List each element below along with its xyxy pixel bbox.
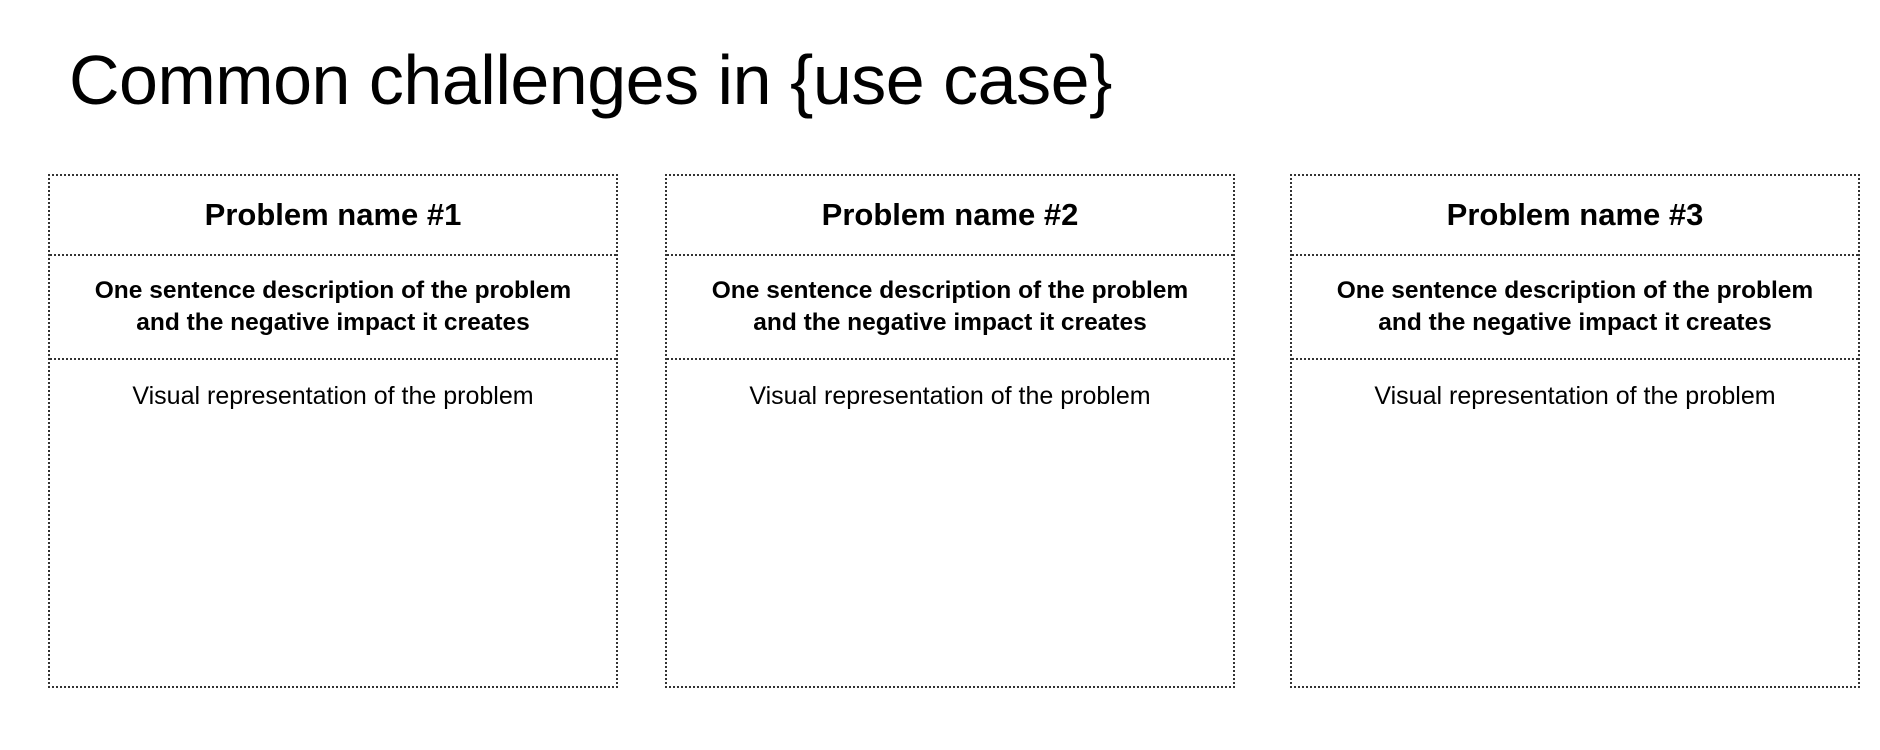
problem-title: Problem name #3 (1446, 197, 1704, 232)
problem-card-1: Problem name #1 One sentence description… (48, 174, 618, 688)
problem-visual-area: Visual representation of the problem (667, 360, 1233, 412)
page-title: Common challenges in {use case} (69, 41, 1112, 119)
problem-visual-label: Visual representation of the problem (1374, 382, 1776, 410)
problem-description-line-2: and the negative impact it creates (1378, 309, 1772, 336)
problem-visual-area: Visual representation of the problem (50, 360, 616, 412)
problem-title: Problem name #1 (204, 197, 462, 232)
problem-description: One sentence description of the problem … (712, 275, 1188, 339)
problem-visual-area: Visual representation of the problem (1292, 360, 1858, 412)
problem-description-section: One sentence description of the problem … (667, 256, 1233, 360)
problem-description-section: One sentence description of the problem … (1292, 256, 1858, 360)
problem-card-header: Problem name #1 (50, 176, 616, 256)
problem-description: One sentence description of the problem … (95, 275, 571, 339)
problem-visual-label: Visual representation of the problem (132, 382, 534, 410)
problem-card-header: Problem name #2 (667, 176, 1233, 256)
problem-cards: Problem name #1 One sentence description… (48, 174, 1860, 688)
problem-visual-label: Visual representation of the problem (749, 382, 1151, 410)
problem-description-line-1: One sentence description of the problem (94, 277, 572, 304)
problem-description-section: One sentence description of the problem … (50, 256, 616, 360)
problem-card-2: Problem name #2 One sentence description… (665, 174, 1235, 688)
problem-description-line-1: One sentence description of the problem (1336, 277, 1814, 304)
problem-card-3: Problem name #3 One sentence description… (1290, 174, 1860, 688)
problem-description-line-1: One sentence description of the problem (711, 277, 1189, 304)
problem-description: One sentence description of the problem … (1337, 275, 1813, 339)
problem-title: Problem name #2 (821, 197, 1079, 232)
problem-card-header: Problem name #3 (1292, 176, 1858, 256)
problem-description-line-2: and the negative impact it creates (753, 309, 1147, 336)
problem-description-line-2: and the negative impact it creates (136, 309, 530, 336)
